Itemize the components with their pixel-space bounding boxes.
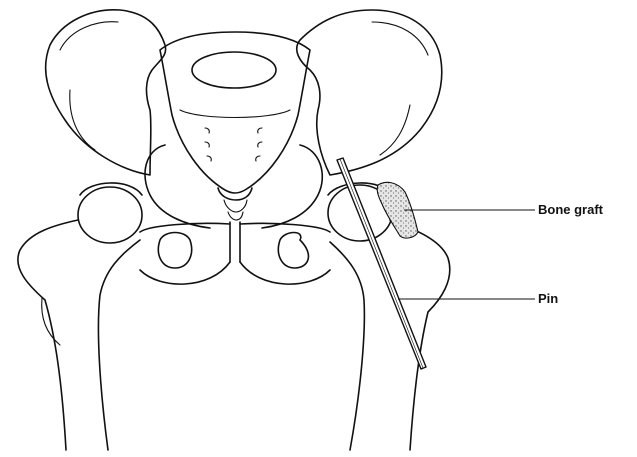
sacral-ala-line — [180, 110, 290, 118]
right-iliac-crest-inner — [372, 22, 428, 55]
bone-graft-label: Bone graft — [538, 202, 603, 217]
right-femur — [390, 220, 450, 450]
coccyx — [218, 188, 252, 200]
right-obturator-foramen — [278, 233, 308, 269]
left-femur — [18, 220, 78, 450]
right-iliac-fossa — [380, 105, 410, 155]
sacrum — [160, 32, 310, 193]
right-iliac-wing — [297, 10, 442, 175]
right-pubic-ramus — [240, 223, 330, 284]
sacral-foramina — [205, 128, 262, 161]
sacral-promontory — [192, 52, 276, 88]
right-femur-medial — [330, 242, 364, 450]
left-obturator-foramen — [158, 233, 191, 269]
pin-label: Pin — [538, 291, 558, 306]
pubic-symphysis — [230, 222, 240, 262]
left-femur-medial — [98, 240, 140, 450]
left-pubic-ramus — [140, 223, 230, 284]
left-iliac-wing — [46, 10, 166, 175]
coccyx-segment — [224, 200, 247, 212]
left-iliac-crest-inner — [60, 22, 118, 50]
right-pelvic-brim — [262, 145, 322, 228]
left-pelvic-brim — [145, 145, 210, 228]
coccyx-tip — [228, 212, 243, 220]
left-femoral-head — [78, 187, 142, 243]
